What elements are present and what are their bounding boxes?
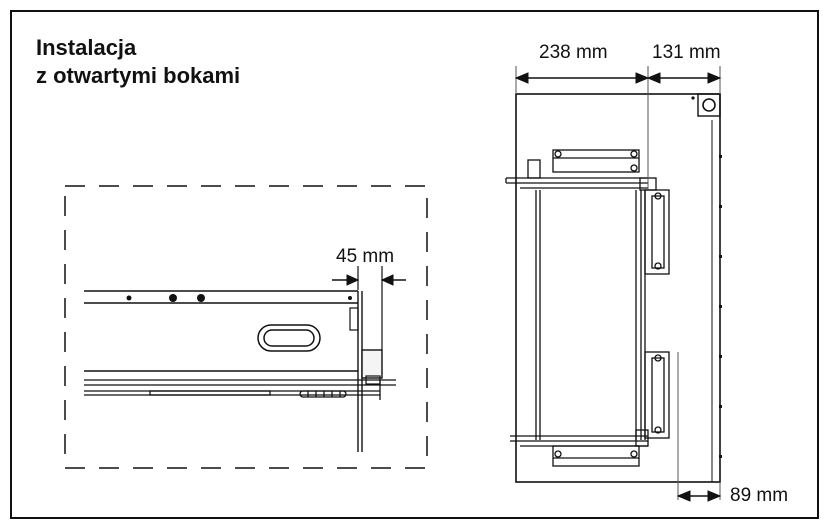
- drawer-body: [535, 190, 646, 440]
- offset-dimension-label: 89 mm: [730, 485, 789, 506]
- outer-border: [10, 10, 819, 519]
- drawer-rail: [84, 379, 396, 400]
- panel-hole-small-2: [348, 296, 352, 300]
- drawer-bottom-rail: [510, 429, 649, 447]
- gap-dimension: [332, 266, 406, 350]
- panel-hole-large-1: [169, 294, 177, 302]
- panel-hole-small: [126, 295, 132, 301]
- hinge-bracket: [349, 307, 359, 331]
- title-line-2: z otwartymi bokami: [36, 63, 241, 88]
- corner-fitting-ring: [702, 98, 716, 112]
- extension-dimension-label: 131 mm: [652, 42, 721, 63]
- side-hinge-lower: [644, 351, 670, 439]
- cabinet-body: [515, 93, 721, 483]
- upper-bracket: [527, 149, 640, 179]
- corner-fitting: [697, 93, 721, 117]
- drawer-side-panel: [84, 290, 363, 452]
- hinge-block: [361, 349, 383, 379]
- left-detail-view: [64, 185, 428, 469]
- right-top-view: [505, 66, 722, 502]
- dimension-extension-lines: [515, 66, 721, 500]
- extension-dimension-arrow: [646, 72, 722, 84]
- panel-hole-large-2: [197, 294, 205, 302]
- handle-slot-inner: [263, 329, 315, 347]
- offset-dimension-arrow: [676, 490, 722, 502]
- cabinet-screw: [691, 96, 695, 100]
- detail-dashed-box: [64, 185, 428, 469]
- gap-dimension-label: 45 mm: [336, 246, 395, 267]
- drawer-top-rail: [505, 177, 657, 191]
- lower-bracket: [552, 445, 640, 467]
- side-hinge-upper: [644, 189, 670, 275]
- title-line-1: Instalacja: [36, 35, 137, 60]
- handle-slot-outer: [257, 324, 321, 352]
- cabinet-side-ticks: [719, 155, 722, 458]
- depth-dimension-label: 238 mm: [539, 42, 608, 63]
- depth-dimension-arrow: [514, 72, 650, 84]
